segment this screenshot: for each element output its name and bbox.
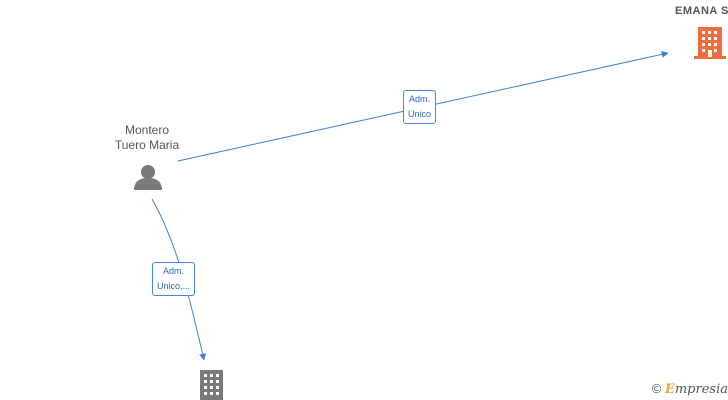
company-top-label[interactable]: EMANA S <box>675 5 728 17</box>
person-name-label[interactable]: Montero Tuero Maria <box>108 123 186 153</box>
person-icon[interactable] <box>134 165 162 190</box>
brand-rest: mpresia <box>674 382 728 397</box>
brand-initial: E <box>664 382 675 397</box>
edge-label-to-bottom-line2: Unico,... <box>157 281 191 291</box>
watermark: © Empresia <box>652 381 728 397</box>
person-name-line2: Tuero Maria <box>114 138 180 152</box>
edge-label-to-bottom[interactable]: Adm. Unico,... <box>152 262 196 296</box>
edge-label-to-top-line2: Unico <box>408 109 432 119</box>
building-icon-top-company[interactable] <box>694 27 726 59</box>
edge-label-to-bottom-line1: Adm. <box>163 266 185 276</box>
edge-label-to-top-line1: Adm. <box>409 94 431 104</box>
edge-label-to-top[interactable]: Adm. Unico <box>403 90 437 124</box>
copyright-icon: © <box>651 381 662 396</box>
person-name-line1: Montero <box>124 123 170 137</box>
building-icon-bottom-company[interactable] <box>200 370 223 400</box>
brand-logo: Empresia <box>665 382 728 397</box>
